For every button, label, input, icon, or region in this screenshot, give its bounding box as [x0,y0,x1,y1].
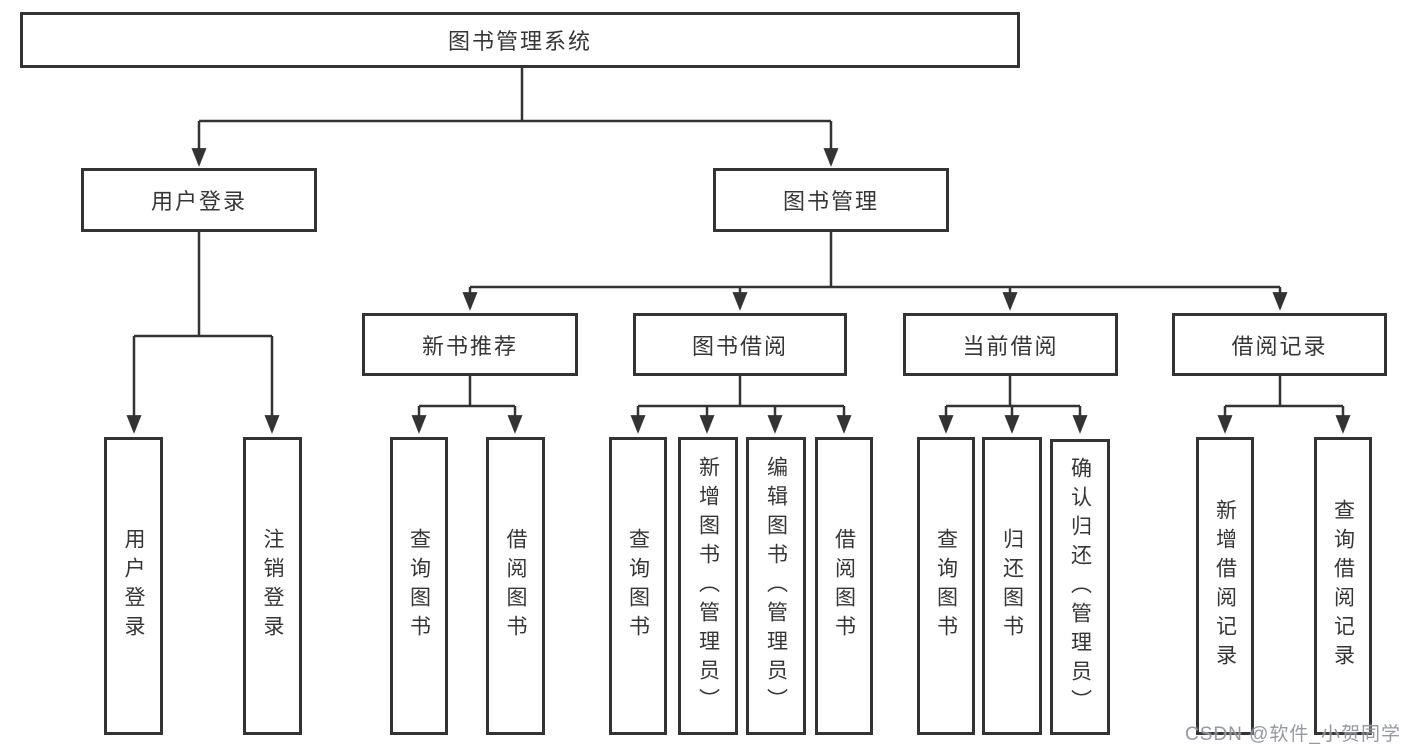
leaf-query-books-3: 查询图书 [917,437,975,735]
leaf-borrow-books-2: 借阅图书 [815,437,873,735]
csdn-watermark: CSDN @软件_小贺同学 [1185,724,1401,745]
node-borrowing-records: 借阅记录 [1172,313,1387,376]
leaf-add-borrow-record: 新增借阅记录 [1196,437,1254,735]
node-user-login: 用户登录 [81,168,317,232]
leaf-user-login: 用户登录 [104,437,163,735]
leaf-edit-books-admin: 编辑图书（管理员） [746,437,806,735]
leaf-confirm-return-admin: 确认归还（管理员） [1050,439,1110,735]
node-new-book-recommendation: 新书推荐 [362,313,578,376]
leaf-query-borrow-record: 查询借阅记录 [1314,437,1372,735]
node-book-borrowing: 图书借阅 [633,313,847,376]
leaf-logout: 注销登录 [243,437,302,735]
leaf-query-books-2: 查询图书 [609,437,667,735]
node-current-borrowing: 当前借阅 [903,313,1118,376]
node-book-management: 图书管理 [713,168,949,232]
leaf-query-books: 查询图书 [390,437,448,735]
root-node-library-management-system: 图书管理系统 [20,12,1020,68]
leaf-add-books-admin: 新增图书（管理员） [678,437,738,735]
leaf-borrow-books: 借阅图书 [486,437,545,735]
leaf-return-books: 归还图书 [982,437,1042,735]
